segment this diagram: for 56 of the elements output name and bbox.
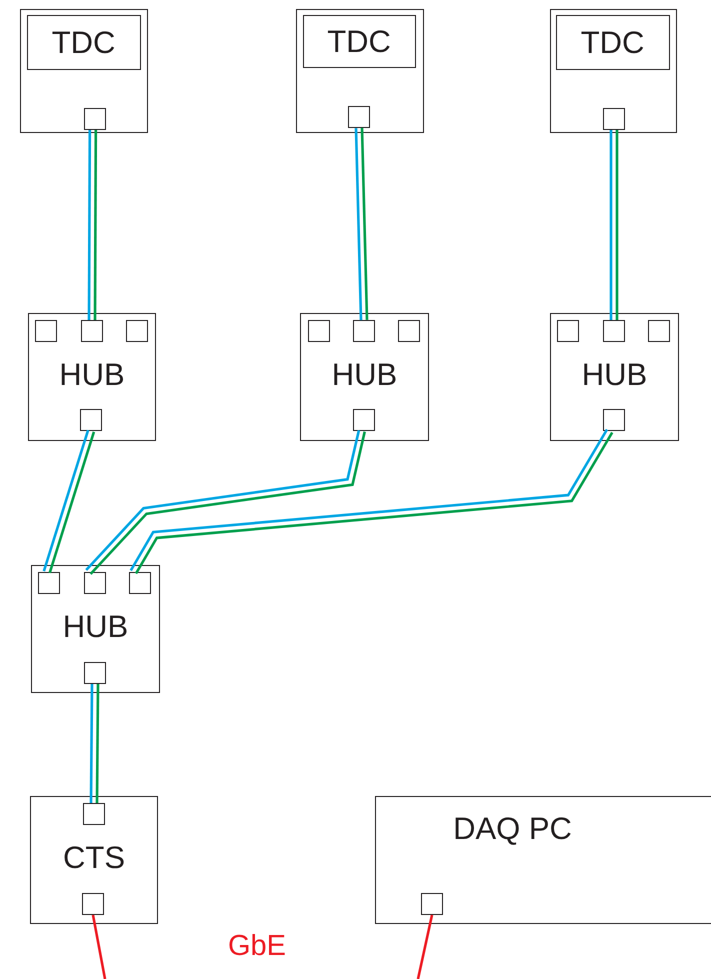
hub-box (31, 565, 160, 693)
cable-line (48, 432, 96, 574)
port-box (84, 572, 106, 594)
device-label: TDC (580, 26, 644, 58)
cable-line (360, 128, 368, 320)
cable-line (616, 130, 618, 320)
port-box (84, 108, 106, 130)
display-panel (556, 14, 670, 70)
port-box (38, 572, 60, 594)
port-box (84, 662, 106, 684)
cable-line (416, 914, 434, 979)
port-box (128, 572, 151, 594)
module-box (20, 9, 148, 133)
cable-line (92, 914, 106, 979)
computer-box (375, 796, 711, 924)
port-box (308, 320, 330, 342)
device-label: CTS (63, 842, 125, 872)
port-box (82, 892, 104, 915)
device-label: DAQ PC (453, 813, 572, 844)
cable-line (42, 430, 90, 572)
port-box (602, 320, 625, 342)
cable-line (88, 130, 92, 320)
hub-box (550, 313, 679, 441)
module-box (296, 9, 424, 133)
hub-box (30, 796, 158, 924)
port-box (80, 408, 102, 431)
port-box (80, 320, 103, 342)
port-box (398, 320, 420, 342)
device-label: TDC (52, 26, 116, 58)
display-panel (26, 14, 141, 70)
port-box (556, 320, 579, 342)
hub-box (28, 313, 156, 441)
link-label: GbE (228, 932, 286, 961)
device-label: HUB (582, 358, 648, 390)
cable-line (90, 684, 94, 804)
device-label: TDC (327, 26, 391, 57)
cable-line (94, 130, 98, 320)
device-label: HUB (62, 610, 128, 642)
device-label: HUB (59, 358, 125, 390)
hub-box (300, 313, 429, 441)
cable-line (610, 130, 612, 320)
module-box (550, 9, 677, 133)
port-box (82, 802, 105, 825)
port-box (648, 320, 670, 342)
port-box (348, 106, 370, 128)
port-box (352, 320, 375, 342)
device-label: HUB (332, 358, 398, 390)
port-box (352, 408, 375, 431)
port-box (126, 320, 148, 342)
cable-line (354, 128, 362, 320)
port-box (602, 108, 625, 130)
cable-line (96, 684, 100, 804)
port-box (34, 320, 57, 342)
port-box (420, 892, 443, 915)
port-box (602, 408, 625, 431)
display-panel (302, 14, 416, 68)
